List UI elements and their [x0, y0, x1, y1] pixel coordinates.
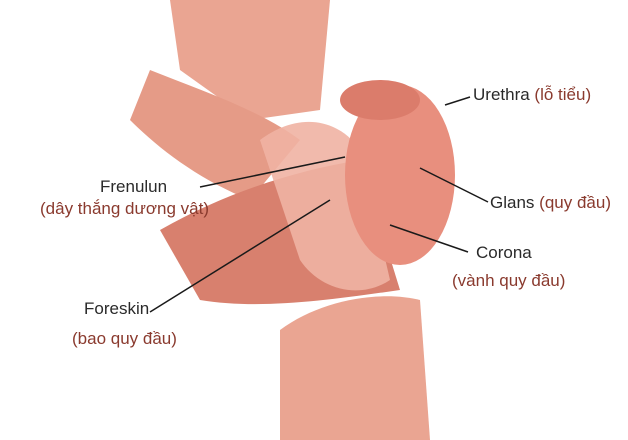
- hand-left: [130, 70, 300, 200]
- glans-vi: (quy đầu): [539, 193, 611, 212]
- label-foreskin: Foreskin (bao quy đầu): [72, 298, 177, 350]
- urethra-leader: [444, 96, 471, 106]
- urethra-tip: [340, 80, 420, 120]
- label-frenulum: Frenulun (dây thắng dương vật): [40, 176, 209, 220]
- corona-en: Corona: [476, 243, 532, 262]
- label-corona: Corona (vành quy đầu): [452, 242, 565, 292]
- glans-leader: [419, 167, 489, 203]
- foreskin-en: Foreskin: [84, 299, 150, 318]
- urethra-en: Urethra: [473, 85, 530, 104]
- glans-en: Glans: [490, 193, 535, 212]
- foreskin-vi: (bao quy đầu): [72, 329, 177, 348]
- label-urethra: Urethra (lỗ tiểu): [473, 84, 591, 106]
- hand-lower: [280, 296, 430, 440]
- label-glans: Glans (quy đầu): [490, 192, 611, 214]
- frenulum-vi: (dây thắng dương vật): [40, 199, 210, 218]
- glans-shape: [345, 85, 455, 265]
- frenulum-en: Frenulun: [100, 177, 168, 196]
- corona-vi: (vành quy đầu): [452, 271, 566, 290]
- foreskin-leader: [149, 199, 331, 313]
- frenulum-leader: [199, 156, 346, 188]
- hand-upper: [170, 0, 330, 120]
- urethra-vi: (lỗ tiểu): [534, 85, 592, 104]
- corona-leader: [389, 224, 469, 253]
